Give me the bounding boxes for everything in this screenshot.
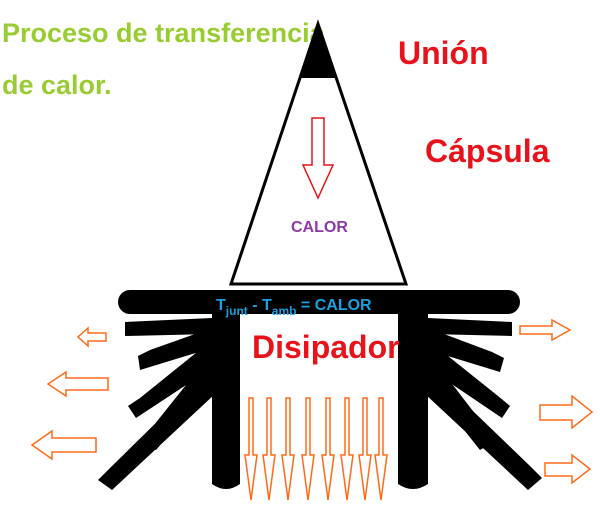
diagram-title-line1: Proceso de transferencia: [2, 18, 326, 48]
label-union: Unión: [398, 35, 489, 71]
calor-down-arrow: [301, 117, 335, 200]
diagram-title-line2: de calor.: [2, 70, 112, 100]
left-heat-arrows: [30, 326, 109, 461]
right-heat-arrows: [519, 318, 594, 485]
label-capsula: Cápsula: [425, 133, 550, 169]
heatsink: [98, 290, 542, 490]
label-disipador: Disipador: [252, 329, 400, 365]
down-heat-arrows: [244, 397, 388, 501]
label-calor: CALOR: [291, 219, 348, 236]
equation-label: Tjunt - Tamb = CALOR: [216, 297, 372, 318]
